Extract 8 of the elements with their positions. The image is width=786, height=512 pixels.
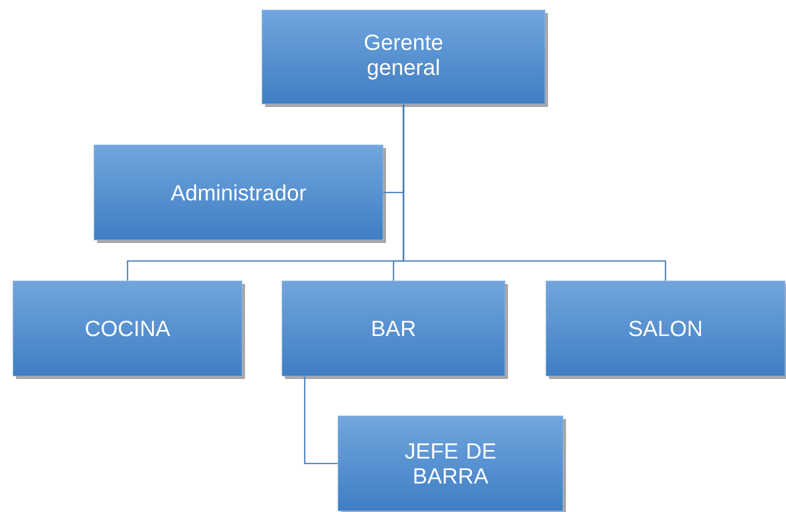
org-box: Administrador <box>94 144 386 243</box>
org-box: COCINA <box>12 280 245 379</box>
org-box: SALON <box>546 280 786 379</box>
org-box: JEFE DE BARRA <box>338 416 566 512</box>
connector-line <box>402 104 666 281</box>
org-box: BAR <box>282 280 508 379</box>
connector-line <box>304 376 338 464</box>
org-box: Gerente general <box>262 10 548 107</box>
